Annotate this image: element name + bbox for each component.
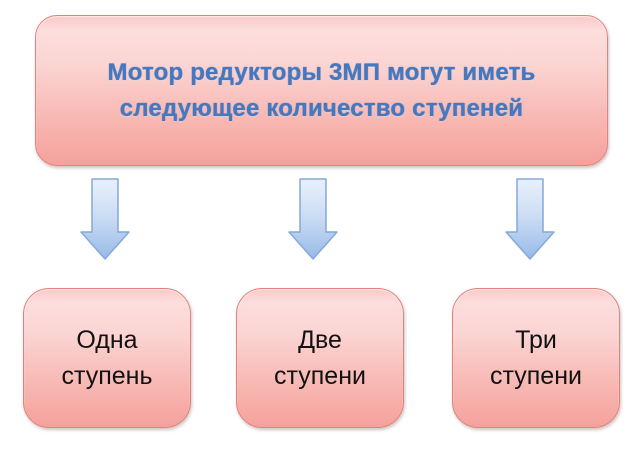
down-arrow-icon (505, 178, 555, 260)
stage-box-one-step: Одна ступень (23, 288, 191, 428)
header-title-line-2: следующее количество ступеней (119, 94, 524, 122)
stage-box-three-steps: Три ступени (452, 288, 620, 428)
stage-label-line: Одна (76, 326, 138, 354)
stage-label-line: ступени (274, 362, 366, 390)
header-title-line-1: Мотор редукторы 3МП могут иметь (107, 58, 536, 86)
stage-box-two-steps: Две ступени (236, 288, 404, 428)
header-box: Мотор редукторы 3МП могут иметь следующе… (35, 15, 608, 166)
stage-label-line: Две (298, 326, 342, 354)
stage-label-line: Три (515, 326, 557, 354)
down-arrow-icon (288, 178, 338, 260)
stage-label-line: ступень (61, 362, 153, 390)
down-arrow-icon (80, 178, 130, 260)
stage-label-line: ступени (490, 362, 582, 390)
